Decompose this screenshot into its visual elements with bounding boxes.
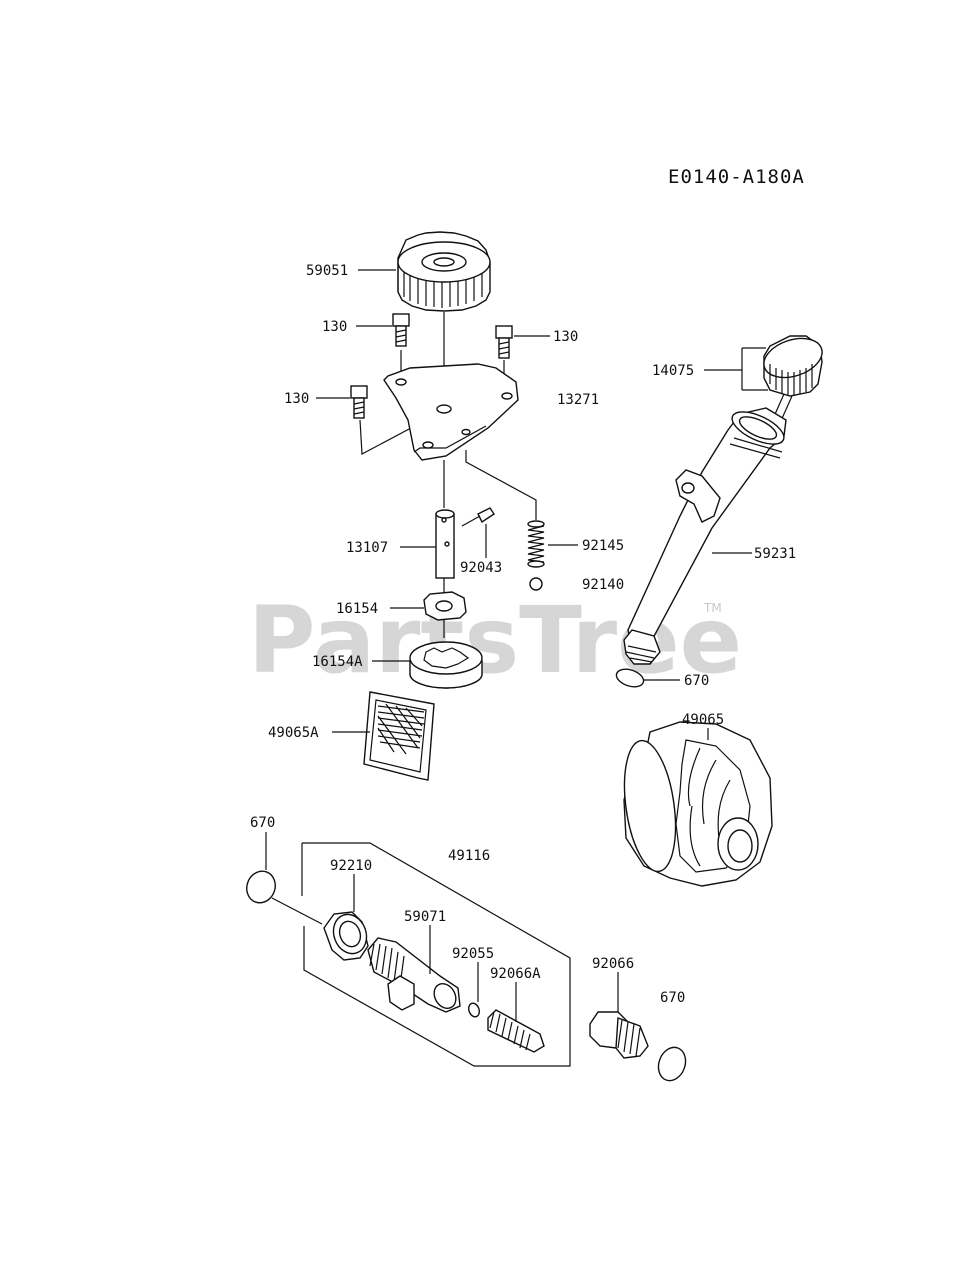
inner-rotor-16154[interactable] xyxy=(423,591,467,621)
label-670-b[interactable]: 670 xyxy=(250,815,275,831)
ball-92140[interactable] xyxy=(529,577,543,591)
label-130-b[interactable]: 130 xyxy=(553,329,578,345)
leader xyxy=(359,419,427,455)
pin-92043[interactable] xyxy=(477,507,495,524)
label-92210[interactable]: 92210 xyxy=(330,858,372,874)
label-130-c[interactable]: 130 xyxy=(284,391,309,407)
o-ring-92055[interactable] xyxy=(467,1002,481,1019)
o-ring-670-plug[interactable] xyxy=(654,1044,690,1085)
bolt-130-right[interactable] xyxy=(495,325,513,359)
label-92055[interactable]: 92055 xyxy=(452,946,494,962)
label-59051[interactable]: 59051 xyxy=(306,263,348,279)
spring-92066A[interactable] xyxy=(487,1009,545,1053)
outer-rotor-16154A[interactable] xyxy=(409,641,483,689)
valve-body-59071[interactable] xyxy=(367,937,461,1013)
label-92066[interactable]: 92066 xyxy=(592,956,634,972)
label-59231[interactable]: 59231 xyxy=(754,546,796,562)
label-49065A[interactable]: 49065A xyxy=(268,725,319,741)
o-ring-670-tube[interactable] xyxy=(614,666,646,690)
diagram-code: E0140-A180A xyxy=(668,166,805,188)
label-670-a[interactable]: 670 xyxy=(684,673,709,689)
group-bracket-49116 xyxy=(301,842,571,1067)
oil-screen-49065A[interactable] xyxy=(363,691,435,781)
dipstick-14075[interactable] xyxy=(759,332,827,451)
label-92066A[interactable]: 92066A xyxy=(490,966,541,982)
label-670-c[interactable]: 670 xyxy=(660,990,685,1006)
label-49116[interactable]: 49116 xyxy=(448,848,490,864)
o-ring-670-left[interactable] xyxy=(242,867,279,907)
oil-filter-49065[interactable] xyxy=(617,721,773,887)
bolt-130-left[interactable] xyxy=(350,385,368,419)
label-92145[interactable]: 92145 xyxy=(582,538,624,554)
watermark-trademark: TM xyxy=(703,601,722,615)
label-14075[interactable]: 14075 xyxy=(652,363,694,379)
oil-filler-tube-59231[interactable] xyxy=(623,405,788,665)
leader xyxy=(271,897,323,925)
label-92140[interactable]: 92140 xyxy=(582,577,624,593)
label-130-a[interactable]: 130 xyxy=(322,319,347,335)
leader xyxy=(461,515,481,527)
fitting-92210[interactable] xyxy=(323,910,372,961)
label-13271[interactable]: 13271 xyxy=(557,392,599,408)
gear-59051[interactable] xyxy=(397,231,491,312)
shaft-13107[interactable] xyxy=(435,509,455,579)
plate-13271[interactable] xyxy=(383,363,519,461)
leader xyxy=(465,450,537,520)
label-16154[interactable]: 16154 xyxy=(336,601,378,617)
label-92043[interactable]: 92043 xyxy=(460,560,502,576)
label-49065[interactable]: 49065 xyxy=(682,712,724,728)
label-16154A[interactable]: 16154A xyxy=(312,654,363,670)
bolt-130-left-top[interactable] xyxy=(392,313,410,347)
label-59071[interactable]: 59071 xyxy=(404,909,446,925)
spring-92145[interactable] xyxy=(527,520,545,568)
plug-92066[interactable] xyxy=(589,1011,649,1059)
label-13107[interactable]: 13107 xyxy=(346,540,388,556)
leader xyxy=(704,347,768,391)
